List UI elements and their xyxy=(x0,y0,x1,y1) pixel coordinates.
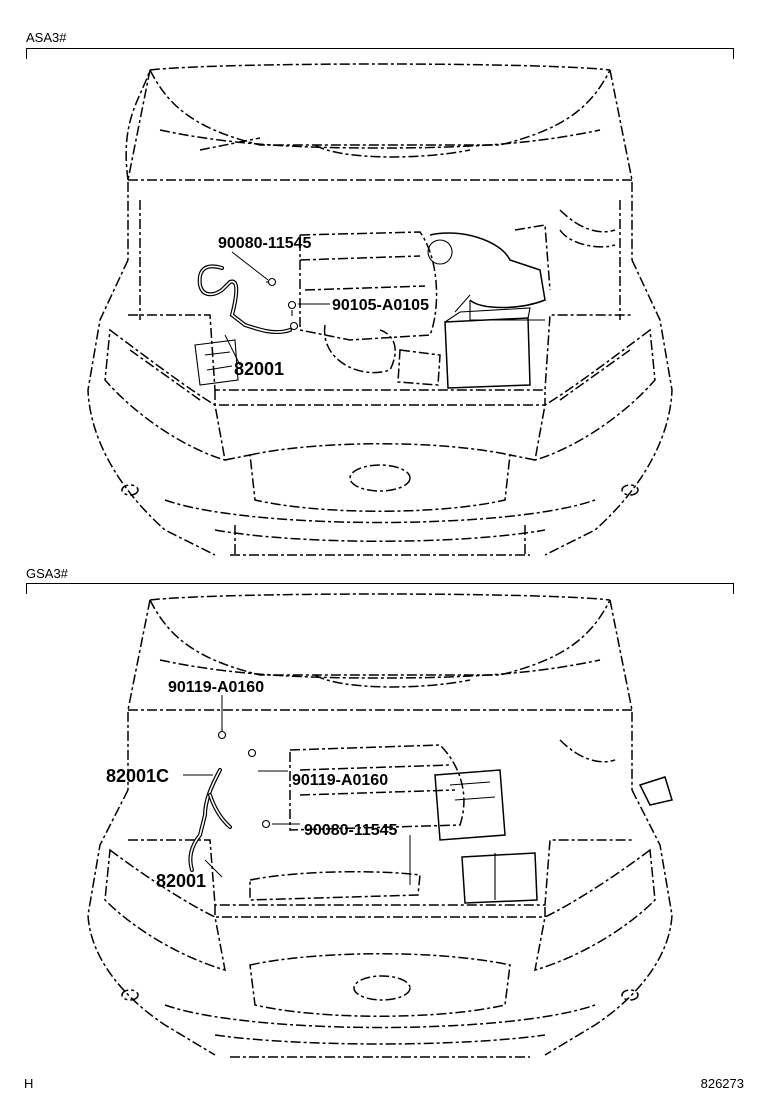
section-label-gsa3: GSA3# xyxy=(26,566,68,581)
callout-bolt-top-gsa3: 90119-A0160 xyxy=(168,679,264,696)
footer-illustration-number: 826273 xyxy=(700,1076,744,1091)
callout-ground-bolt-asa3: 90080-11545 xyxy=(218,235,312,252)
callout-wire-asa3: 82001 xyxy=(234,359,284,379)
engine-bay-diagram-asa3: 90080-11545 90105-A0105 82001 xyxy=(87,63,673,556)
engine-bay-diagram-gsa3: 90119-A0160 82001C 90119-A0160 90080-115… xyxy=(87,593,673,1058)
footer-left-code: H xyxy=(24,1076,34,1091)
callout-bolt-mid-gsa3: 90119-A0160 xyxy=(292,772,388,789)
callout-ground-bolt-gsa3: 90080-11545 xyxy=(304,822,398,839)
callout-wire-gsa3: 82001 xyxy=(156,871,206,891)
section-bracket-gsa3 xyxy=(26,583,734,594)
section-label-asa3: ASA3# xyxy=(26,30,67,45)
callout-wire-c-gsa3: 82001C xyxy=(106,766,169,786)
section-bracket-asa3 xyxy=(26,48,734,59)
callout-bolt-flange-asa3: 90105-A0105 xyxy=(332,297,429,314)
